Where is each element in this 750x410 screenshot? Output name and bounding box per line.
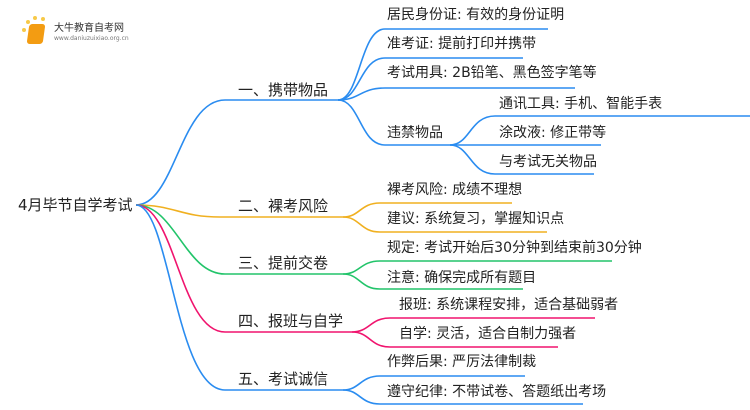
link-branch5-leaf2 <box>342 389 583 405</box>
branch-node: 五、考试诚信 <box>238 370 329 388</box>
logo-dot <box>26 20 30 24</box>
link-sub-leaf1 <box>449 115 750 146</box>
link-root-branch3 <box>135 204 343 275</box>
link-branch3-leaf2 <box>342 273 523 290</box>
link-sub-leaf3 <box>449 144 594 175</box>
logo-dot <box>41 17 45 21</box>
leaf-node: 与考试无关物品 <box>499 154 597 170</box>
link-branch2-leaf1 <box>342 202 512 218</box>
leaf-node: 通讯工具: 手机、智能手表 <box>499 96 663 112</box>
link-branch1-leaf2 <box>337 57 523 101</box>
leaf-node: 自学: 灵活，适合自制力强者 <box>399 326 577 342</box>
link-root-branch4 <box>135 204 352 333</box>
leaf-node: 涂改液: 修正带等 <box>499 125 607 141</box>
leaf-node: 违禁物品 <box>387 125 443 141</box>
link-branch1-leaf3 <box>337 87 575 101</box>
leaf-node: 规定: 考试开始后30分钟到结束前30分钟 <box>387 240 642 256</box>
leaf-node: 建议: 系统复习，掌握知识点 <box>387 211 565 227</box>
leaf-node: 准考证: 提前打印并携带 <box>387 36 537 52</box>
leaf-node: 裸考风险: 成绩不理想 <box>387 182 523 198</box>
logo-dot <box>33 16 37 20</box>
link-root-branch1 <box>135 99 338 206</box>
branch-node: 一、携带物品 <box>238 81 329 99</box>
branch-node: 二、裸考风险 <box>238 197 329 215</box>
logo-url: www.daniuzuixiao.org.cn <box>54 35 129 42</box>
link-branch1-leaf1 <box>337 28 548 101</box>
logo: 大牛教育自考网 www.daniuzuixiao.org.cn <box>20 14 130 48</box>
link-branch5-leaf1 <box>342 375 525 391</box>
link-branch1-leaf4 <box>337 99 450 146</box>
logo-dot <box>22 28 26 32</box>
branch-node: 三、提前交卷 <box>238 254 329 272</box>
link-branch4-leaf2 <box>351 331 558 348</box>
leaf-node: 报班: 系统课程安排，适合基础弱者 <box>399 297 619 313</box>
leaf-node: 作弊后果: 严厉法律制裁 <box>387 354 537 370</box>
logo-name: 大牛教育自考网 <box>54 23 124 34</box>
leaf-node: 注意: 确保完成所有题目 <box>387 270 537 286</box>
link-root-branch2 <box>135 204 343 218</box>
branch-node: 四、报班与自学 <box>238 312 344 330</box>
root-node: 4月毕节自学考试 <box>18 196 133 214</box>
link-root-branch5 <box>135 204 343 391</box>
leaf-node: 居民身份证: 有效的身份证明 <box>387 7 565 23</box>
leaf-node: 考试用具: 2B铅笔、黑色签字笔等 <box>387 65 597 81</box>
leaf-node: 遵守纪律: 不带试卷、答题纸出考场 <box>387 384 607 400</box>
link-branch3-leaf1 <box>342 260 612 275</box>
link-branch2-leaf2 <box>342 216 547 233</box>
link-branch4-leaf1 <box>351 317 595 333</box>
